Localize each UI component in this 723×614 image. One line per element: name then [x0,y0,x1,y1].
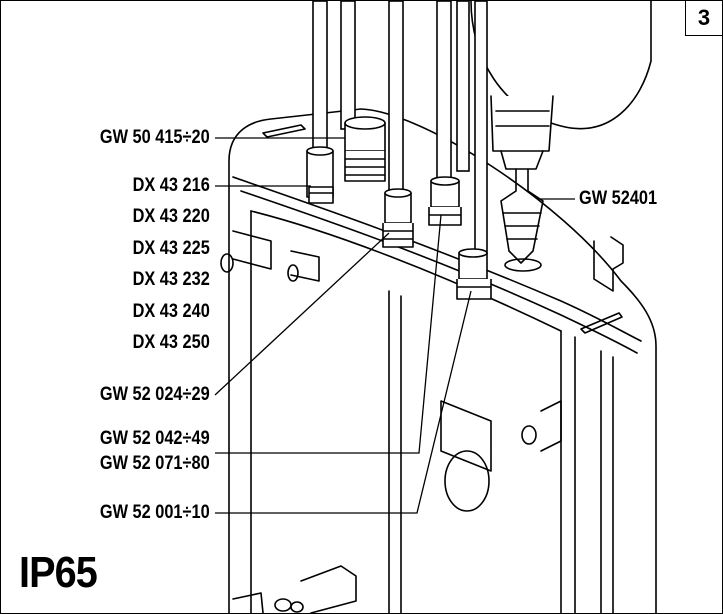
mounting-tab [593,236,624,292]
drill-chuck-nose [500,150,544,170]
leader-gland-low [215,290,472,514]
label-gland-low: GW 52 001÷10 [100,502,210,523]
enclosure-outline [228,108,657,613]
cable-1 [312,1,328,154]
drill-chuck [490,95,554,152]
left-stud-1 [232,230,272,270]
tube-fitting [306,146,334,204]
bottom-fitting [300,565,357,613]
label-tube-code-4: DX 43 232 [132,269,210,290]
cable-6 [474,1,488,254]
right-stud [540,400,562,452]
gland-right [428,176,462,226]
gland-large [344,116,386,182]
label-tube-code-5: DX 43 240 [132,301,210,322]
cable-4 [436,1,452,182]
leader-gland-mid [214,232,390,396]
cable-5 [456,1,470,172]
step-drill-bit [500,168,544,264]
label-gland-pair-2: GW 52 071÷80 [100,453,210,474]
label-tube-code-1: DX 43 216 [132,175,210,196]
label-gland-pair-1: GW 52 042÷49 [100,428,210,449]
ip-rating: IP65 [19,548,98,597]
leader-gland-pair [215,214,442,454]
label-drill-bit: GW 52401 [579,188,658,209]
gland-mid [382,188,414,248]
cable-3 [388,1,404,194]
left-stud-2 [290,250,320,282]
label-gland-mid: GW 52 024÷29 [100,384,210,405]
gland-low [456,248,492,300]
label-tube-code-3: DX 43 225 [132,238,210,259]
label-tube-code-2: DX 43 220 [132,206,210,227]
cable-2 [340,1,356,130]
label-gland-top: GW 50 415÷20 [100,127,210,148]
label-tube-code-6: DX 43 250 [132,332,210,353]
figure-number: 3 [685,1,722,36]
